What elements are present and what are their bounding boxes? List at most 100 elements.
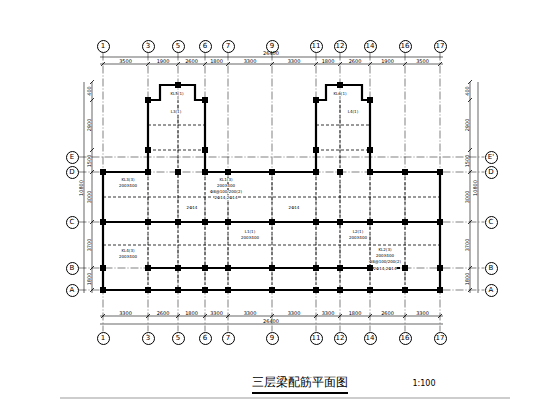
- dimension-text: 3500: [119, 59, 132, 64]
- dimension-text: 400: [87, 86, 92, 96]
- axis-label: 14: [366, 43, 375, 50]
- axis-label: 7: [226, 43, 230, 50]
- axis-line: [440, 53, 441, 332]
- beam-annotation: KL2(3): [378, 248, 391, 252]
- axis-line: [370, 53, 371, 332]
- beam-annotation: Φ8@100/200(2): [369, 260, 401, 264]
- dimension-text: 1800: [349, 311, 362, 316]
- axis-label: 9: [270, 335, 274, 342]
- axis-label: 6: [203, 335, 207, 342]
- dimension-text: 2600: [157, 311, 170, 316]
- beam-annotation: L3(1): [171, 110, 181, 114]
- dimension-text: 3300: [119, 311, 132, 316]
- dimension-text: 2900: [465, 119, 470, 132]
- dimension-text: 1500: [87, 155, 92, 168]
- axis-line: [205, 53, 206, 332]
- dimension-text: 3300: [288, 311, 301, 316]
- dimension-text: 3500: [416, 59, 429, 64]
- axis-label: C: [70, 219, 75, 226]
- beam-annotation: 200X400: [119, 184, 137, 188]
- axis-bubble: 7: [222, 40, 235, 53]
- axis-bubble: 3: [142, 332, 155, 345]
- beam-annotation: KL3(3): [121, 178, 134, 182]
- dimension-text: 1800: [87, 273, 92, 286]
- axis-bubble: D: [66, 166, 79, 179]
- axis-label: B: [70, 265, 75, 272]
- axis-label: 6: [203, 43, 207, 50]
- dimension-text: 400: [465, 86, 470, 96]
- axis-label: 1: [101, 335, 105, 342]
- beam-annotation: 2Φ14;2Φ14: [215, 196, 238, 200]
- axis-label: D: [488, 169, 493, 176]
- axis-bubble: A: [66, 284, 79, 297]
- axis-label: 12: [336, 335, 345, 342]
- beam-annotation: L4(1): [348, 110, 358, 114]
- axis-bubble: 16: [399, 332, 412, 345]
- axis-bubble: 6: [199, 40, 212, 53]
- axis-bubble: 12: [334, 332, 347, 345]
- axis-line: [316, 53, 317, 332]
- dimension-text: 10800: [473, 180, 478, 196]
- axis-bubble: 14: [364, 332, 377, 345]
- axis-bubble: 3: [142, 40, 155, 53]
- beam-annotation: KL6(1): [333, 92, 346, 96]
- dimension-text: 2900: [87, 119, 92, 132]
- beam-annotation: L2(1): [353, 230, 363, 234]
- beam-annotation: 200X400: [349, 236, 367, 240]
- beam-annotation: 2Φ14;2Φ14: [374, 267, 397, 271]
- axis-label: 5: [176, 43, 180, 50]
- dimension-text: 2600: [381, 311, 394, 316]
- axis-label: 17: [436, 335, 445, 342]
- beam-annotation: 200X400: [119, 255, 137, 259]
- beam-annotation: KL1(3): [219, 178, 232, 182]
- axis-bubble: 11: [310, 332, 323, 345]
- axis-line: [148, 53, 149, 332]
- drawing-title: 三层梁配筋平面图: [252, 374, 348, 394]
- dimension-text: 1500: [465, 155, 470, 168]
- axis-label: E: [70, 154, 74, 161]
- dimension-text: 3300: [322, 311, 335, 316]
- axis-label: 14: [366, 335, 375, 342]
- dimension-lines: [84, 57, 478, 324]
- axis-bubble: D: [485, 166, 498, 179]
- beam-annotation: KL4(3): [121, 249, 134, 253]
- axis-label: 9: [270, 43, 274, 50]
- dimension-text: 3300: [244, 59, 257, 64]
- axis-label: 17: [436, 43, 445, 50]
- border-line: [60, 398, 510, 399]
- axis-label: E': [488, 154, 494, 161]
- axis-line: [405, 53, 406, 332]
- dimension-text: 10800: [79, 180, 84, 196]
- axis-label: 3: [146, 335, 150, 342]
- dimension-text: 3300: [210, 311, 223, 316]
- axis-bubble: 12: [334, 40, 347, 53]
- axis-bubble: 1: [97, 332, 110, 345]
- wall-outline: [103, 85, 440, 290]
- dimension-text: 3300: [288, 59, 301, 64]
- beam-annotation: KL5(1): [170, 92, 183, 96]
- dimension-text: 1800: [210, 59, 223, 64]
- beam-annotation: L1(1): [245, 230, 255, 234]
- dimension-text: 1900: [381, 59, 394, 64]
- axis-bubble: 11: [310, 40, 323, 53]
- dim-tick: [90, 98, 94, 102]
- axis-line: [79, 268, 485, 269]
- axis-bubble: B: [66, 262, 79, 275]
- dim-tick: [90, 148, 94, 152]
- axis-label: A: [489, 287, 494, 294]
- axis-label: 5: [176, 335, 180, 342]
- dimension-text: 3000: [87, 191, 92, 204]
- axis-bubble: 9: [266, 332, 279, 345]
- axis-bubble: A: [485, 284, 498, 297]
- dimension-text: 3000: [465, 191, 470, 204]
- column-symbols: [100, 82, 443, 293]
- axis-line: [272, 53, 273, 332]
- dimension-text: 2600: [349, 59, 362, 64]
- dimension-text: 1800: [322, 59, 335, 64]
- axis-line: [103, 53, 104, 332]
- beam-annotation: 200X400: [376, 254, 394, 258]
- axis-bubble: 17: [434, 40, 447, 53]
- axis-label: 16: [401, 335, 410, 342]
- axis-bubble: 16: [399, 40, 412, 53]
